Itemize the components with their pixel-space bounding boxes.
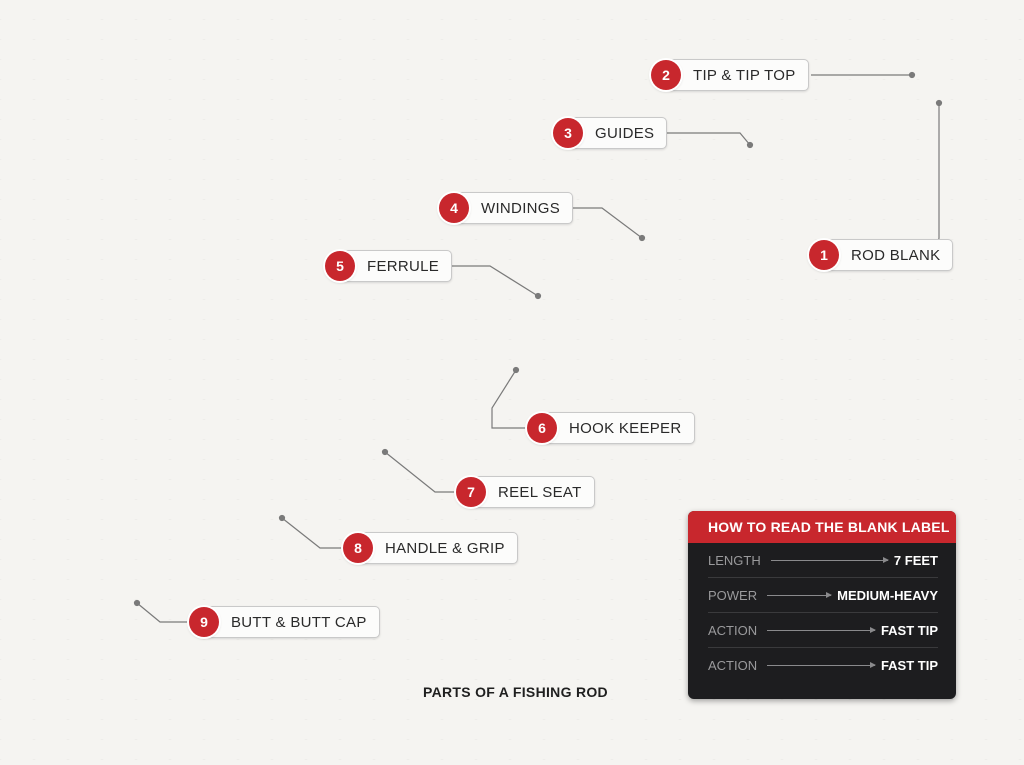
callout-reel-seat: 7 REEL SEAT (456, 476, 595, 508)
arrow-right-icon (770, 556, 890, 563)
rod (0, 0, 71, 14)
diagram-caption: PARTS OF A FISHING ROD (423, 684, 608, 700)
leader-reel-seat (384, 451, 459, 493)
callout-label: BUTT & BUTT CAP (231, 613, 367, 631)
callout-guides: 3 GUIDES (553, 117, 668, 149)
panel-row: ACTION FAST TIP (708, 613, 938, 648)
leader-lines (133, 71, 943, 623)
callout-rod-blank: 1 ROD BLANK (809, 239, 954, 271)
callout-label: TIP & TIP TOP (693, 66, 796, 84)
leader-guides (663, 132, 751, 146)
leader-butt (136, 602, 188, 623)
callout-tip-top: 2 TIP & TIP TOP (651, 59, 809, 91)
callout-number-badge: 8 (343, 533, 373, 563)
callout-number-badge: 2 (651, 60, 681, 90)
callout-label: WINDINGS (481, 199, 561, 217)
callout-label: HOOK KEEPER (569, 419, 682, 437)
callout-number-badge: 7 (456, 477, 486, 507)
arrow-right-icon (767, 661, 876, 668)
leader-ferrule (445, 265, 539, 297)
callout-handle-grip: 8 HANDLE & GRIP (343, 532, 518, 564)
callout-number-badge: 5 (325, 251, 355, 281)
callout-label: HANDLE & GRIP (385, 539, 505, 557)
callout-number-badge: 6 (527, 413, 557, 443)
callout-label: GUIDES (595, 124, 655, 142)
arrow-right-icon (767, 626, 876, 633)
callout-windings: 4 WINDINGS (439, 192, 574, 224)
callout-number-badge: 4 (439, 193, 469, 223)
panel-row-label: ACTION (708, 622, 758, 638)
panel-row: LENGTH 7 FEET (708, 543, 938, 578)
callout-number-badge: 9 (189, 607, 219, 637)
leader-rod-blank (935, 103, 940, 255)
callout-butt-cap: 9 BUTT & BUTT CAP (189, 606, 380, 638)
blank-label-panel: HOW TO READ THE BLANK LABEL LENGTH 7 FEE… (688, 511, 956, 699)
reel-seat-nut (0, 0, 4, 1)
callout-label: REEL SEAT (498, 483, 582, 501)
leader-hook-keeper (491, 369, 526, 429)
callout-number-badge: 3 (553, 118, 583, 148)
panel-row-label: LENGTH (708, 552, 761, 568)
panel-row-value: FAST TIP (880, 657, 938, 673)
leader-handle (281, 517, 343, 549)
callout-ferrule: 5 FERRULE (325, 250, 453, 282)
panel-row: ACTION FAST TIP (708, 648, 938, 682)
callout-label: FERRULE (367, 257, 440, 275)
callout-number-badge: 1 (809, 240, 839, 270)
panel-row-value: 7 FEET (893, 552, 938, 568)
panel-row-value: FAST TIP (880, 622, 938, 638)
panel-row-value: MEDIUM-HEAVY (837, 587, 938, 603)
reel-seat-body (0, 0, 71, 14)
callout-hook-keeper: 6 HOOK KEEPER (527, 412, 695, 444)
panel-row: POWER MEDIUM-HEAVY (708, 578, 938, 613)
panel-row-label: ACTION (708, 657, 758, 673)
panel-title: HOW TO READ THE BLANK LABEL (688, 511, 956, 543)
callout-label: ROD BLANK (851, 246, 941, 264)
arrow-right-icon (767, 591, 833, 598)
leader-windings (571, 207, 643, 239)
panel-row-label: POWER (708, 587, 758, 603)
